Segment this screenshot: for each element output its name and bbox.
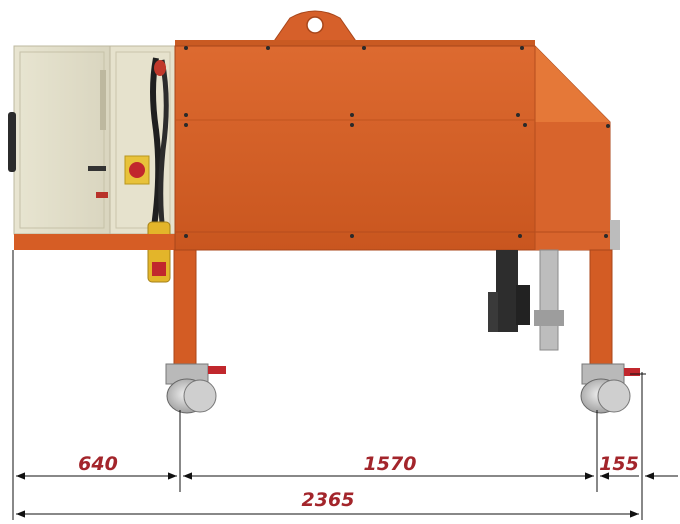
dim-label-155: 155	[599, 453, 639, 475]
caster-wheel-icon	[580, 363, 640, 414]
left-leg	[173, 249, 197, 369]
cabinet-base	[14, 234, 176, 250]
dimension-lines	[12, 250, 678, 520]
emergency-stop-icon	[124, 155, 150, 185]
main-housing	[174, 45, 611, 251]
right-leg	[589, 249, 613, 369]
actuator-assembly	[488, 249, 564, 351]
lifting-eye-icon	[271, 10, 359, 45]
dim-label-1570: 1570	[364, 453, 417, 475]
dim-label-2365: 2365	[302, 489, 355, 511]
caster-wheel-icon	[165, 363, 226, 414]
top-rail	[175, 40, 535, 46]
dim-label-640: 640	[78, 453, 118, 475]
electrical-cabinet	[8, 45, 177, 235]
side-connector	[610, 220, 620, 250]
dimension-labels: 640 1570 155 2365	[78, 453, 639, 511]
machine-illustration	[8, 10, 640, 414]
